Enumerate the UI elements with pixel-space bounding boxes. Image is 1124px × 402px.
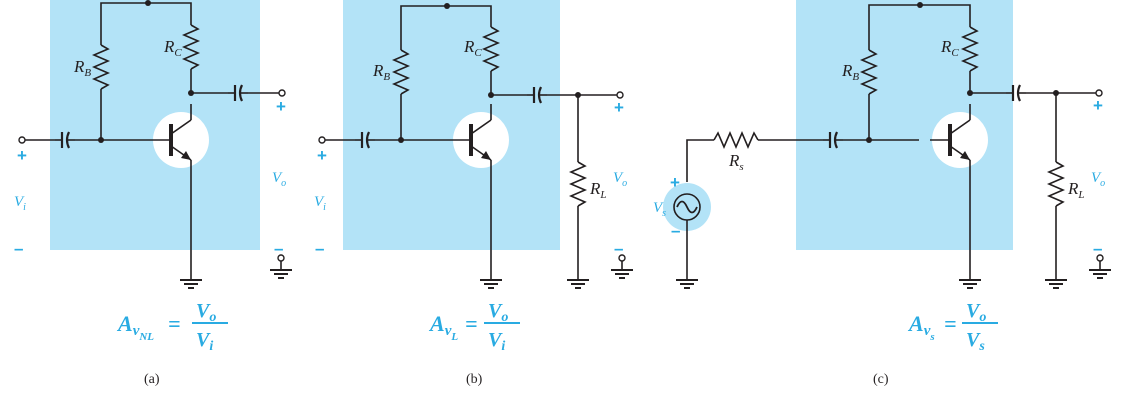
output-ground-b bbox=[610, 254, 634, 279]
rl-label-c: RL bbox=[1067, 179, 1085, 201]
vi-minus-a: – bbox=[14, 239, 23, 258]
rc-label-b: RC bbox=[463, 37, 482, 59]
svg-text:AvL: AvL bbox=[428, 311, 458, 343]
svg-text:Vo: Vo bbox=[196, 300, 216, 325]
vo-label-a: Vo bbox=[272, 170, 286, 189]
circuit-c: RB RC RL Rs + + Vs – Vo – Avs = Vo Vs (c… bbox=[653, 0, 1112, 387]
amplifier-block-b bbox=[343, 0, 560, 250]
resistor-rc-b bbox=[481, 26, 501, 72]
amplifier-block-a bbox=[50, 0, 260, 250]
output-terminal-c bbox=[1095, 89, 1103, 97]
output-ground-a bbox=[269, 254, 293, 279]
input-terminal-a bbox=[18, 136, 26, 144]
rs-label-c: Rs bbox=[728, 151, 744, 173]
source-ground-c bbox=[675, 271, 699, 289]
caption-b: (b) bbox=[466, 372, 483, 387]
svg-text:Vi: Vi bbox=[488, 329, 505, 354]
svg-text:Avs: Avs bbox=[907, 311, 935, 343]
resistor-rb-a bbox=[91, 44, 111, 90]
rc-label-c: RC bbox=[940, 37, 959, 59]
svg-text:=: = bbox=[944, 311, 957, 336]
vs-plus-c: + bbox=[670, 173, 680, 192]
svg-text:Vo: Vo bbox=[488, 300, 508, 325]
vo-minus-c: – bbox=[1093, 239, 1102, 258]
gain-equation-a: AvNL = Vo Vi bbox=[116, 300, 228, 354]
rb-label-c: RB bbox=[841, 61, 859, 83]
rl-label-b: RL bbox=[589, 179, 607, 201]
output-ground-c bbox=[1088, 254, 1112, 279]
circuit-b: RB RC RL + + Vi Vo – – AvL = Vo Vi (b) bbox=[314, 0, 634, 387]
vo-label-c: Vo bbox=[1091, 170, 1105, 189]
ground-a bbox=[179, 271, 203, 289]
vs-minus-c: – bbox=[671, 221, 680, 240]
ground-c bbox=[958, 271, 982, 289]
resistor-rl-c bbox=[1046, 161, 1066, 207]
svg-text:=: = bbox=[168, 311, 181, 336]
vo-minus-b: – bbox=[614, 239, 623, 258]
svg-text:Vi: Vi bbox=[196, 329, 213, 354]
resistor-rb-b bbox=[391, 49, 411, 95]
vo-plus-b: + bbox=[614, 98, 624, 117]
svg-text:Vo: Vo bbox=[966, 300, 986, 325]
svg-text:=: = bbox=[465, 311, 478, 336]
vi-plus-b: + bbox=[317, 146, 327, 165]
vi-plus-a: + bbox=[17, 146, 27, 165]
output-terminal-a bbox=[278, 89, 286, 97]
resistor-rb-c bbox=[859, 49, 879, 95]
rb-label-b: RB bbox=[372, 61, 390, 83]
svg-text:Vs: Vs bbox=[966, 329, 985, 354]
resistor-rc-a bbox=[181, 24, 201, 70]
resistor-rl-b bbox=[568, 161, 588, 207]
vi-label-a: Vi bbox=[14, 194, 26, 213]
load-ground-c bbox=[1044, 271, 1068, 289]
gain-equation-c: Avs = Vo Vs bbox=[907, 300, 998, 354]
caption-c: (c) bbox=[873, 372, 889, 387]
output-terminal-b bbox=[616, 91, 624, 99]
ground-b bbox=[479, 271, 503, 289]
resistor-rc-c bbox=[960, 26, 980, 72]
resistor-rs-c bbox=[713, 130, 759, 150]
rb-label-a: RB bbox=[73, 57, 91, 79]
caption-a: (a) bbox=[144, 372, 160, 387]
vi-label-b: Vi bbox=[314, 194, 326, 213]
vo-minus-a: – bbox=[274, 239, 283, 258]
circuit-a: RB RC + + Vi Vo – – AvNL = Vo Vi (a) bbox=[14, 0, 293, 387]
vo-plus-c: + bbox=[1093, 96, 1103, 115]
vo-plus-a: + bbox=[276, 97, 286, 116]
vi-minus-b: – bbox=[315, 239, 324, 258]
vs-label-c: Vs bbox=[653, 200, 666, 219]
load-ground-b bbox=[566, 271, 590, 289]
vo-label-b: Vo bbox=[613, 170, 627, 189]
gain-equation-b: AvL = Vo Vi bbox=[428, 300, 520, 354]
rc-label-a: RC bbox=[163, 37, 182, 59]
ac-source-vs bbox=[663, 183, 711, 231]
svg-text:AvNL: AvNL bbox=[116, 311, 154, 343]
input-terminal-b bbox=[318, 136, 326, 144]
